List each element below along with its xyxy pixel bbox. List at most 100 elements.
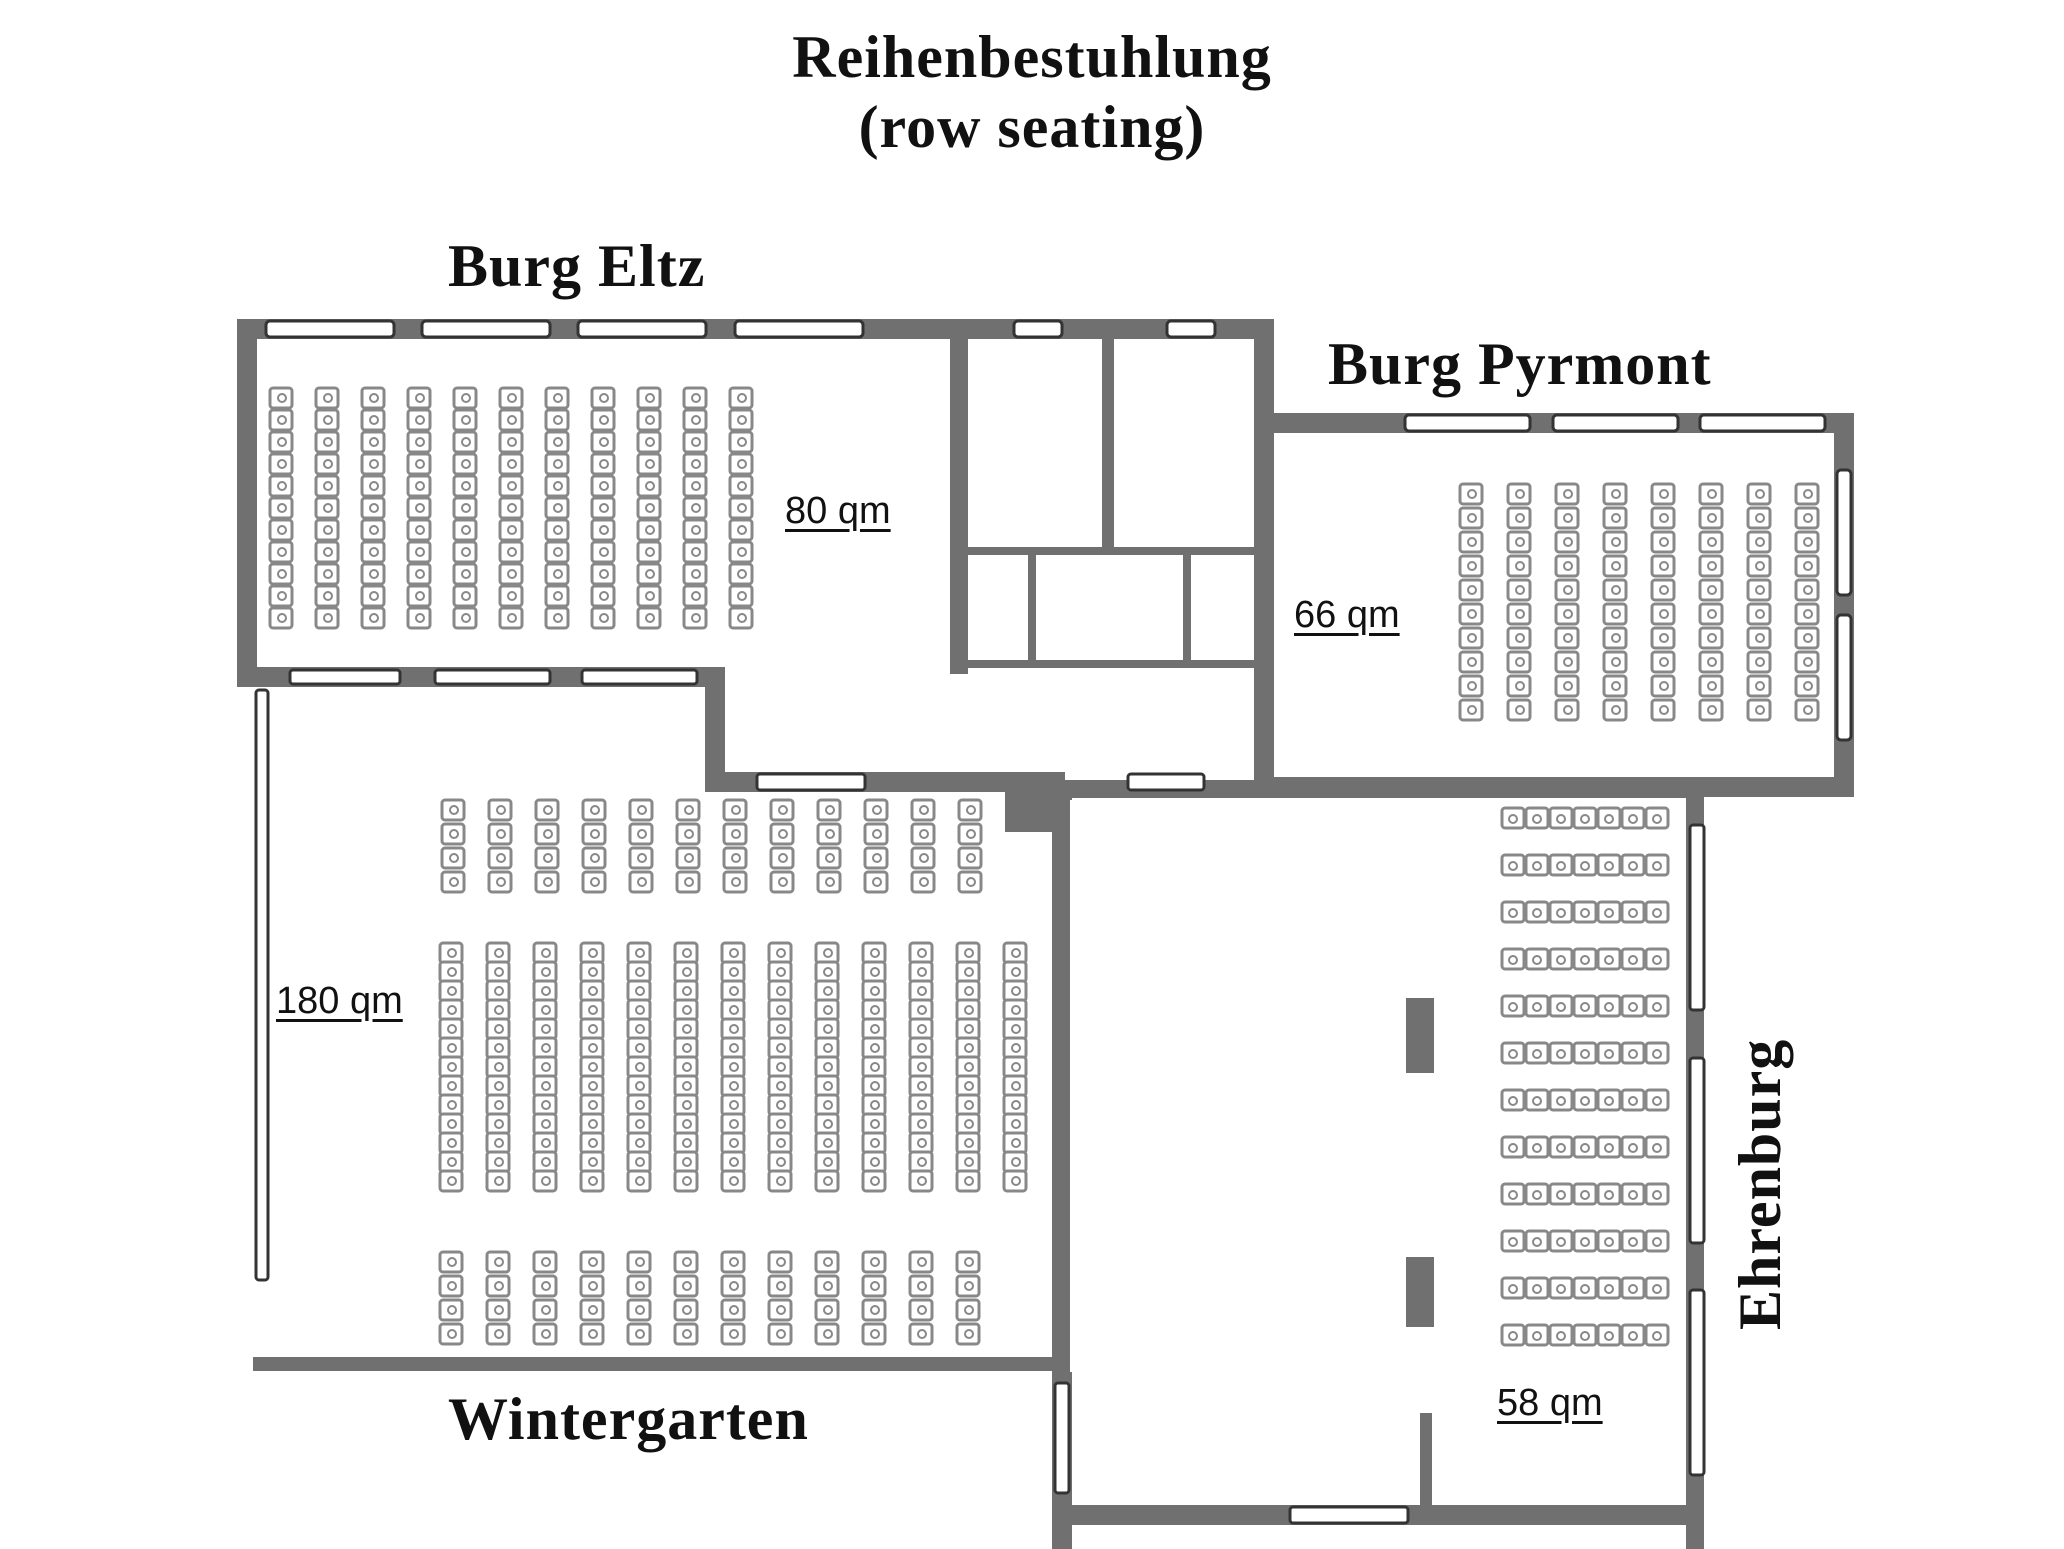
seat-icon: [814, 1074, 840, 1098]
seat-icon: [767, 941, 793, 965]
seat-icon: [814, 1169, 840, 1193]
seat-icon: [1650, 650, 1676, 674]
seat-icon: [487, 846, 513, 870]
seat-icon: [485, 1093, 511, 1117]
seat-icon: [861, 960, 887, 984]
seat-icon: [728, 408, 754, 432]
seat-icon: [314, 496, 340, 520]
room-name-ehrenburg: Ehrenburg: [1727, 1038, 1793, 1330]
seat-icon: [908, 1074, 934, 1098]
seat-icon: [636, 584, 662, 608]
seat-icon: [452, 496, 478, 520]
seat-icon: [314, 562, 340, 586]
seat-icon: [720, 1169, 746, 1193]
seat-icon: [636, 386, 662, 410]
seat-icon: [534, 846, 560, 870]
seat-icon: [628, 798, 654, 822]
seat-icon: [590, 518, 616, 542]
seat-icon: [406, 474, 432, 498]
seat-icon: [1746, 506, 1772, 530]
seat-icon: [314, 452, 340, 476]
seat-icon: [532, 1093, 558, 1117]
seat-icon: [861, 1017, 887, 1041]
seat-icon: [1746, 626, 1772, 650]
seat-icon: [955, 960, 981, 984]
seat-icon: [1644, 1041, 1670, 1065]
seat-icon: [626, 1274, 652, 1298]
seat-icon: [1794, 602, 1820, 626]
seat-icon: [485, 998, 511, 1022]
seat-icon: [1002, 1055, 1028, 1079]
seat-icon: [767, 1074, 793, 1098]
seat-icon: [908, 1131, 934, 1155]
seat-icon: [438, 1055, 464, 1079]
seat-icon: [579, 1298, 605, 1322]
seat-icon: [767, 1274, 793, 1298]
seat-icon: [908, 1169, 934, 1193]
seat-icon: [767, 998, 793, 1022]
seat-icon: [438, 1298, 464, 1322]
seat-icon: [590, 496, 616, 520]
seat-icon: [1554, 530, 1580, 554]
seat-icon: [673, 1036, 699, 1060]
seat-icon: [1602, 482, 1628, 506]
seat-icon: [861, 1131, 887, 1155]
seat-icon: [438, 1074, 464, 1098]
seat-icon: [452, 606, 478, 630]
room-area-ehrenburg: 58 qm: [1497, 1382, 1603, 1424]
seat-icon: [863, 846, 889, 870]
seat-icon: [314, 430, 340, 454]
seat-icon: [767, 1322, 793, 1346]
seat-icon: [360, 496, 386, 520]
seat-icon: [814, 960, 840, 984]
seat-icon: [673, 1093, 699, 1117]
seat-icon: [722, 822, 748, 846]
seat-icon: [406, 540, 432, 564]
seat-icon: [1746, 650, 1772, 674]
seat-icon: [360, 386, 386, 410]
seat-icon: [908, 941, 934, 965]
seat-icon: [314, 474, 340, 498]
seat-icon: [861, 1036, 887, 1060]
seat-icon: [532, 960, 558, 984]
seat-icon: [1506, 530, 1532, 554]
seat-icon: [626, 960, 652, 984]
seat-icon: [1698, 626, 1724, 650]
seat-icon: [1548, 1276, 1574, 1300]
seat-icon: [769, 846, 795, 870]
seat-icon: [268, 562, 294, 586]
seat-icon: [1650, 506, 1676, 530]
seat-icon: [1698, 698, 1724, 722]
seat-icon: [908, 1017, 934, 1041]
seat-icon: [532, 998, 558, 1022]
seat-icon: [1620, 1229, 1646, 1253]
seat-icon: [720, 1250, 746, 1274]
seat-icon: [498, 430, 524, 454]
seat-icon: [581, 870, 607, 894]
seat-icon: [532, 1131, 558, 1155]
seat-icon: [1644, 1182, 1670, 1206]
seat-icon: [534, 822, 560, 846]
seat-icon: [814, 1093, 840, 1117]
seat-icon: [814, 1055, 840, 1079]
seat-icon: [1794, 506, 1820, 530]
seat-icon: [682, 386, 708, 410]
seat-icon: [1506, 578, 1532, 602]
seat-icon: [438, 1150, 464, 1174]
seat-icon: [1554, 698, 1580, 722]
seat-icon: [1602, 674, 1628, 698]
seat-icon: [1602, 506, 1628, 530]
seat-icon: [1458, 530, 1484, 554]
seat-icon: [673, 1274, 699, 1298]
seat-icon: [1458, 626, 1484, 650]
seat-icon: [861, 941, 887, 965]
seat-icon: [438, 1036, 464, 1060]
seat-icon: [1548, 1182, 1574, 1206]
seat-icon: [861, 1298, 887, 1322]
seat-icon: [861, 1055, 887, 1079]
seat-icon: [1620, 1135, 1646, 1159]
seat-icon: [487, 822, 513, 846]
seat-icon: [544, 452, 570, 476]
seat-icon: [406, 408, 432, 432]
seat-icon: [314, 386, 340, 410]
